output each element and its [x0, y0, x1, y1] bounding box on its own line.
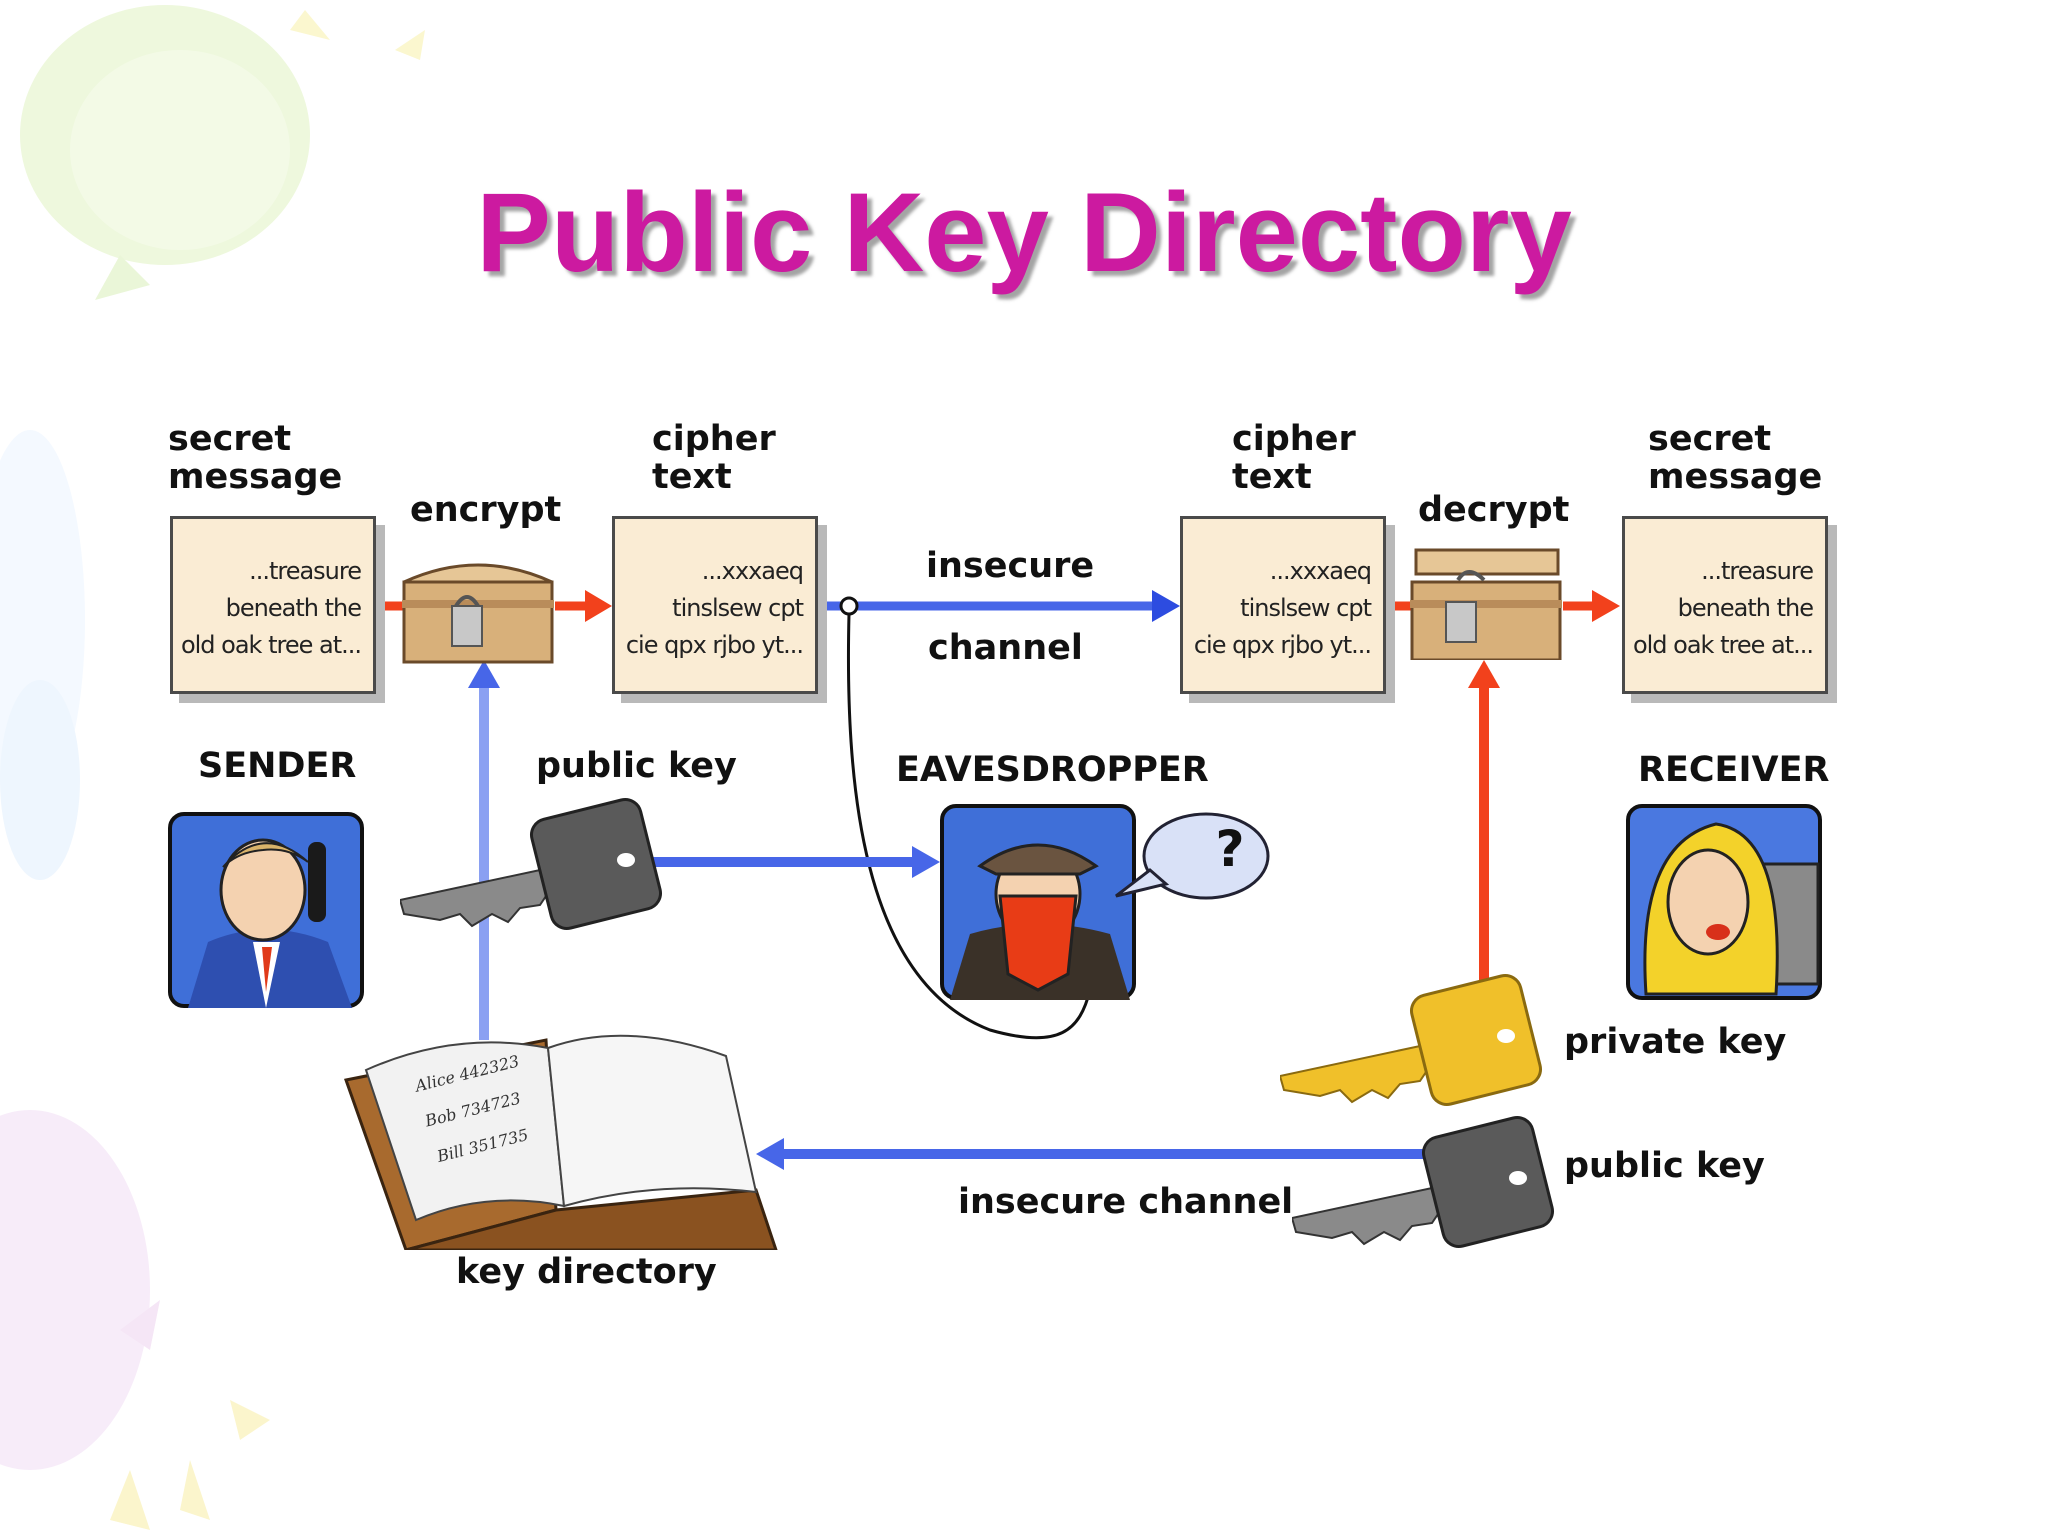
arrowhead-decrypt-to-plain	[1592, 590, 1620, 622]
label-key-directory: key directory	[456, 1252, 717, 1292]
public-key-sender-icon	[400, 798, 662, 930]
label-decrypt: decrypt	[1418, 490, 1570, 530]
question-mark: ?	[1215, 820, 1245, 878]
label-secret-message-right: secret message	[1648, 419, 1823, 497]
encrypt-chest-icon	[402, 563, 554, 664]
arrowhead-insecure-channel	[1152, 590, 1180, 622]
arrowhead-encrypt-to-cipher	[585, 590, 612, 622]
label-encrypt: encrypt	[410, 490, 562, 530]
label-public-key-top: public key	[536, 746, 737, 786]
eavesdropper-wire	[846, 613, 1092, 1040]
label-public-key-bottom: public key	[1564, 1146, 1765, 1186]
private-key-icon	[1280, 974, 1542, 1106]
message-box-cipher-receiver: ...xxxaeq tinslsew cpt cie qpx rjbo yt..…	[1180, 516, 1386, 694]
label-insecure: insecure	[926, 546, 1095, 586]
message-box-cipher-sender: ...xxxaeq tinslsew cpt cie qpx rjbo yt..…	[612, 516, 818, 694]
eavesdropper-portrait-icon	[940, 804, 1136, 1000]
public-key-receiver-icon	[1292, 1116, 1554, 1248]
label-private-key: private key	[1564, 1022, 1787, 1062]
label-channel: channel	[928, 628, 1083, 668]
arrowhead-directory-to-encrypt	[468, 660, 500, 688]
label-cipher-text-left: cipher text	[652, 419, 776, 497]
receiver-portrait-icon	[1626, 804, 1822, 1000]
label-secret-message-left: secret message	[168, 419, 343, 497]
label-eavesdropper: EAVESDROPPER	[896, 750, 1209, 790]
arrowhead-public-key-to-eavesdropper	[912, 846, 940, 878]
label-cipher-text-right: cipher text	[1232, 419, 1356, 497]
wire-tap-point	[839, 596, 859, 616]
arrowhead-public-key-to-directory	[756, 1138, 784, 1170]
sender-portrait-icon	[168, 812, 364, 1008]
message-box-plain-sender: ...treasure beneath the old oak tree at.…	[170, 516, 376, 694]
arrowhead-private-key-to-decrypt	[1468, 660, 1500, 688]
label-insecure-channel-bottom: insecure channel	[958, 1182, 1294, 1222]
decrypt-chest-icon	[1410, 548, 1562, 660]
label-receiver: RECEIVER	[1638, 750, 1830, 790]
message-box-plain-receiver: ...treasure beneath the old oak tree at.…	[1622, 516, 1828, 694]
label-sender: SENDER	[198, 746, 357, 786]
speech-bubble-icon	[1115, 812, 1270, 900]
page-title: Public Key Directory	[476, 170, 1572, 295]
key-directory-book-icon	[344, 1034, 778, 1250]
